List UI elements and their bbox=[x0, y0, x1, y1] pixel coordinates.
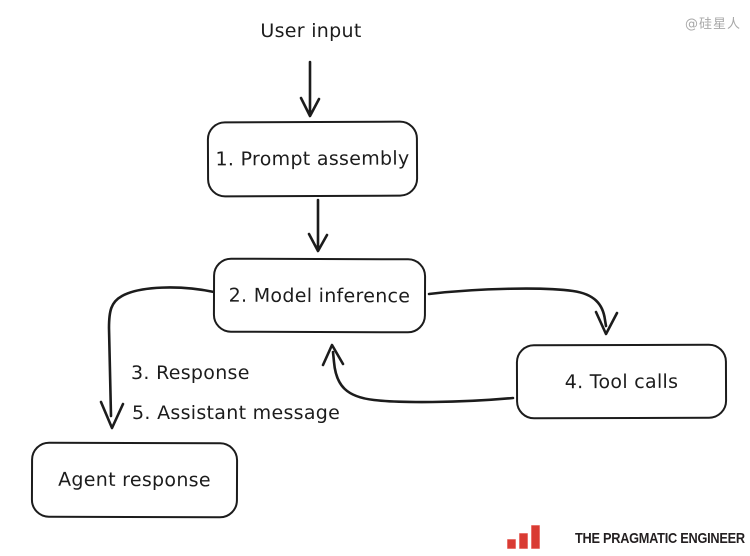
node-prompt-assembly-label: 1. Prompt assembly bbox=[215, 147, 410, 171]
arrow-tool-calls-to-model-inference bbox=[321, 343, 515, 404]
node-model-inference-label: 2. Model inference bbox=[228, 284, 411, 307]
node-model-inference: 2. Model inference bbox=[212, 257, 427, 334]
edge-label-response: 3. Response bbox=[131, 362, 250, 384]
node-prompt-assembly: 1. Prompt assembly bbox=[206, 120, 419, 198]
node-agent-response-label: Agent response bbox=[58, 468, 211, 492]
node-tool-calls-label: 4. Tool calls bbox=[564, 370, 679, 393]
brand-logo: THE PRAGMATIC ENGINEER bbox=[507, 525, 745, 549]
watermark: @硅星人 bbox=[684, 17, 741, 32]
arrow-user-input-to-prompt-assembly bbox=[299, 60, 321, 118]
bar-chart-icon-bar-large bbox=[531, 525, 541, 549]
bar-chart-icon-bar-medium bbox=[519, 533, 529, 549]
node-tool-calls: 4. Tool calls bbox=[515, 343, 728, 420]
edge-label-assistant-message: 5. Assistant message bbox=[132, 402, 341, 424]
user-input-label: User input bbox=[260, 20, 362, 42]
brand-name: THE PRAGMATIC ENGINEER bbox=[575, 530, 745, 547]
bar-chart-icon bbox=[507, 525, 541, 549]
arrow-model-inference-to-tool-calls bbox=[427, 287, 619, 336]
arrow-prompt-assembly-to-model-inference bbox=[307, 198, 329, 253]
node-agent-response: Agent response bbox=[30, 441, 239, 519]
arrow-model-inference-to-agent-response bbox=[99, 286, 216, 430]
bar-chart-icon-bar-small bbox=[507, 539, 517, 549]
